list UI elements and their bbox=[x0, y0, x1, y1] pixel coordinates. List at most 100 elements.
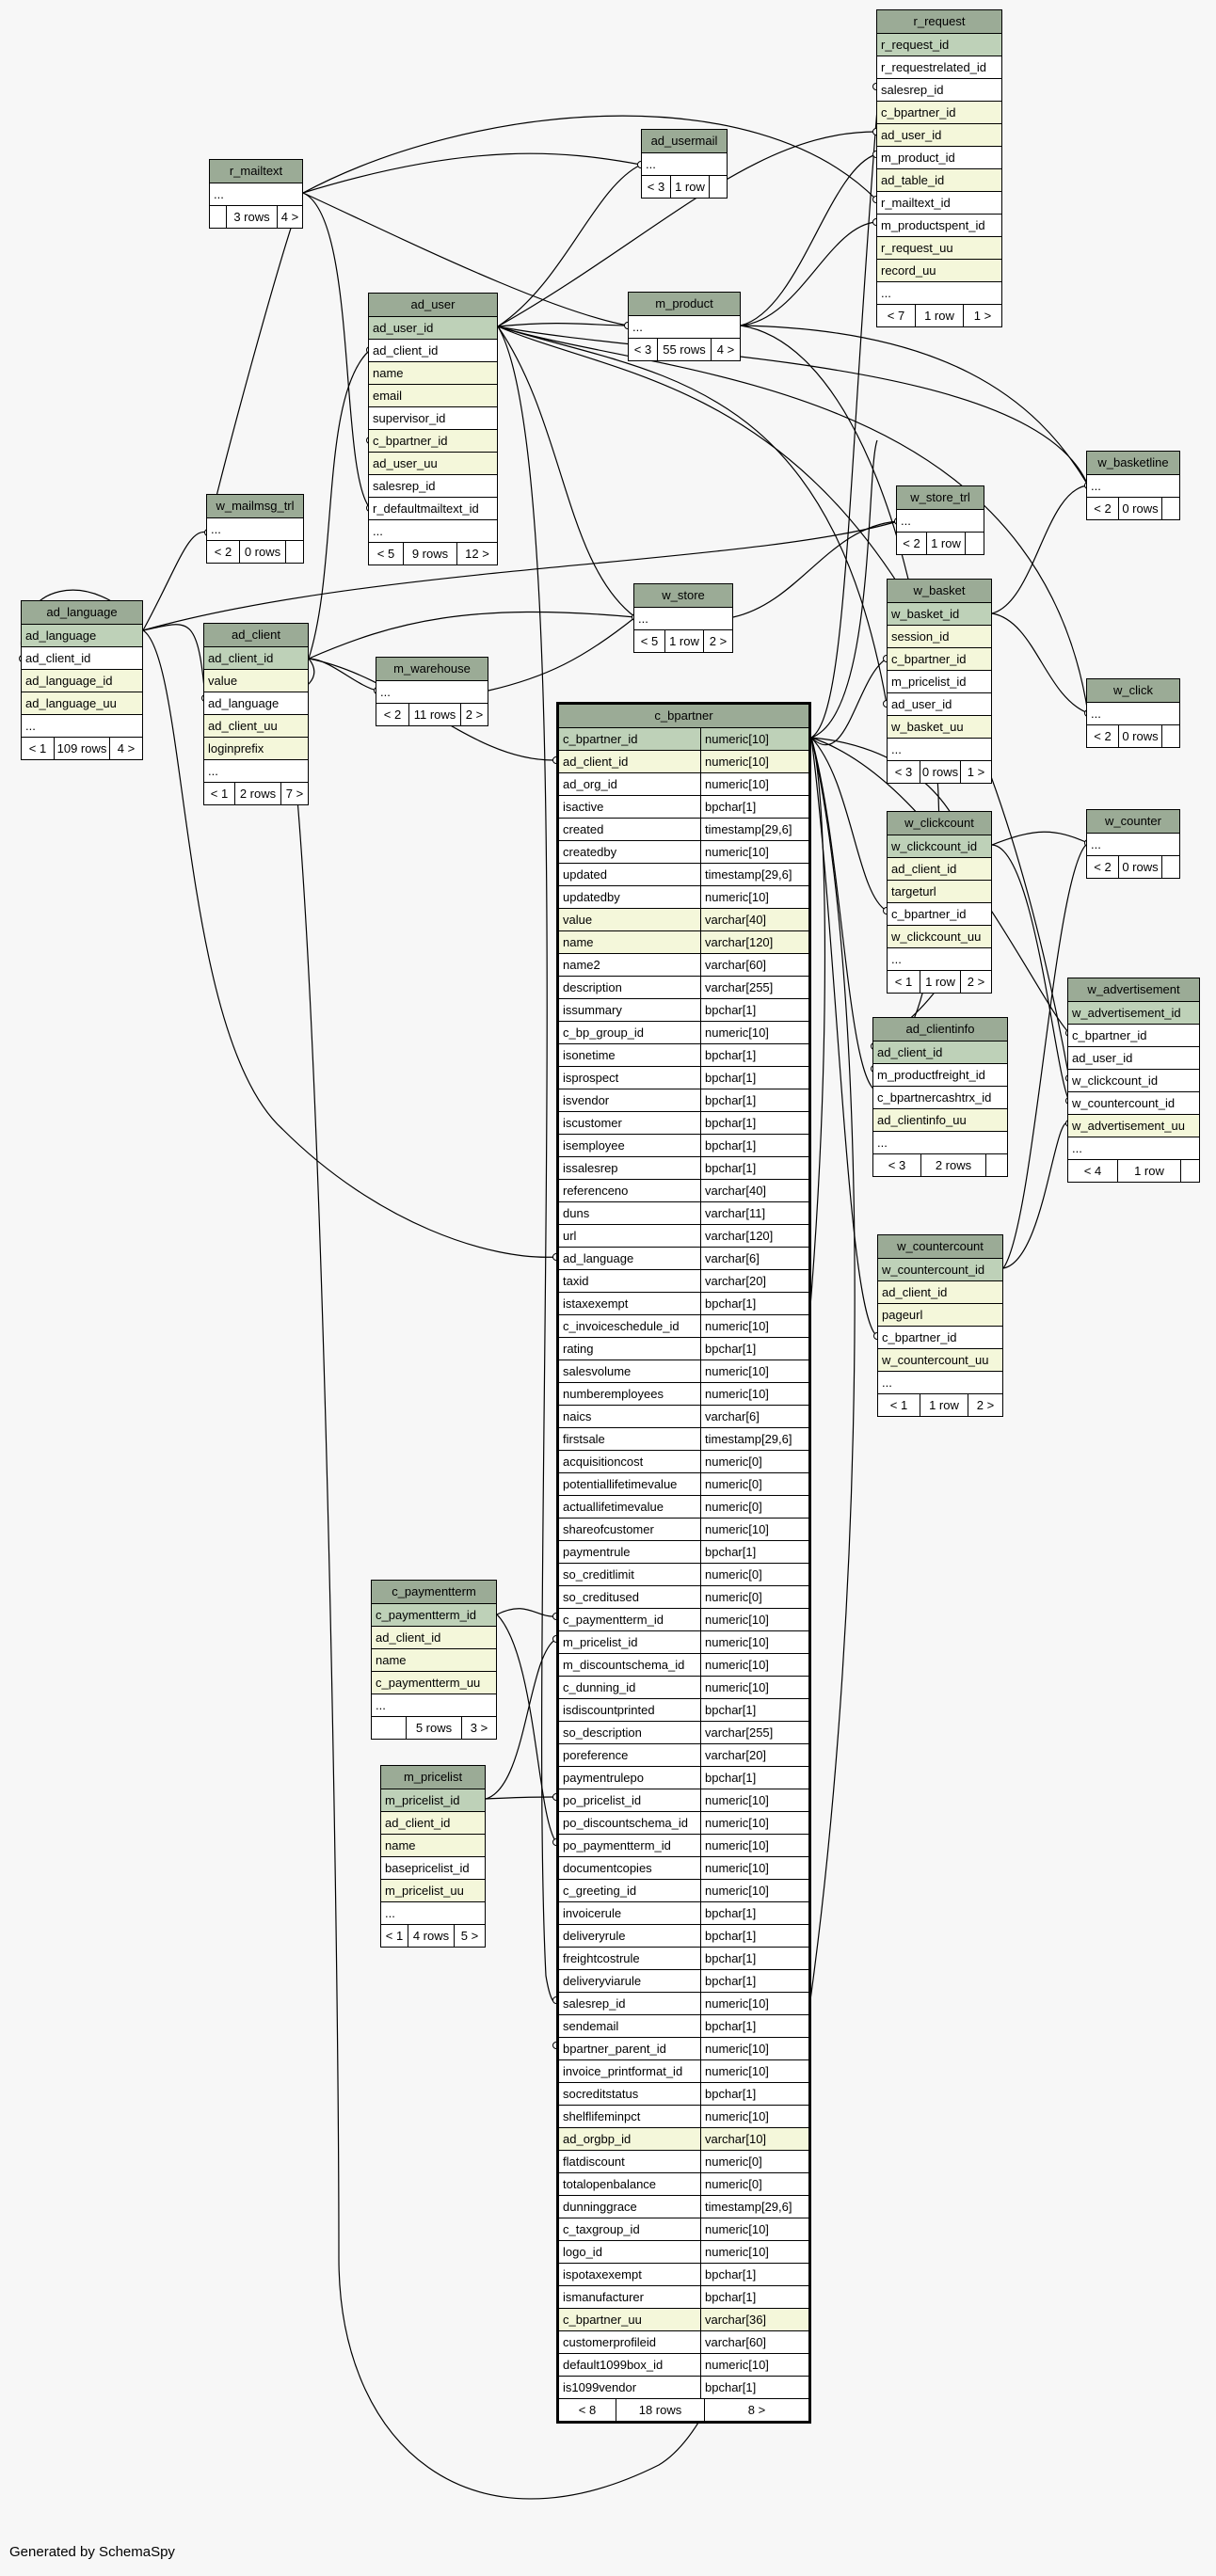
table-row[interactable]: ... bbox=[22, 714, 142, 737]
parents-count[interactable] bbox=[372, 1717, 406, 1739]
table-row[interactable]: ad_user_id bbox=[1068, 1046, 1199, 1069]
table-row[interactable]: m_pricelist_uu bbox=[381, 1879, 485, 1901]
table-row[interactable]: w_clickcount_uu bbox=[888, 925, 991, 947]
children-count[interactable]: 12 > bbox=[456, 543, 497, 564]
table-row[interactable]: ... bbox=[376, 680, 488, 703]
table-row[interactable]: ... bbox=[897, 509, 984, 532]
children-count[interactable]: 5 > bbox=[454, 1925, 485, 1947]
children-count[interactable]: 4 > bbox=[109, 738, 142, 759]
table-row[interactable]: ad_user_uu bbox=[369, 452, 497, 474]
children-count[interactable]: 8 > bbox=[704, 2399, 808, 2421]
table-row[interactable]: ad_client_uu bbox=[204, 714, 308, 737]
table-header[interactable]: w_countercount bbox=[878, 1235, 1002, 1258]
table-row[interactable]: name bbox=[381, 1834, 485, 1856]
children-count[interactable] bbox=[985, 1154, 1007, 1176]
children-count[interactable] bbox=[1161, 725, 1179, 747]
children-count[interactable]: 3 > bbox=[461, 1717, 496, 1739]
table-header[interactable]: c_paymentterm bbox=[372, 1581, 496, 1603]
table-row[interactable]: ... bbox=[207, 517, 303, 540]
table-row[interactable]: session_id bbox=[888, 625, 991, 647]
parents-count[interactable]: < 2 bbox=[214, 545, 232, 559]
table-row[interactable]: ... bbox=[1087, 474, 1179, 497]
children-count[interactable]: 4 > bbox=[711, 339, 740, 360]
table-row[interactable]: r_request_uu bbox=[877, 236, 1001, 259]
table-row[interactable]: record_uu bbox=[877, 259, 1001, 281]
table-row[interactable]: m_productfreight_id bbox=[873, 1063, 1007, 1086]
table-row[interactable]: ... bbox=[642, 152, 727, 175]
table-row[interactable]: ... bbox=[1087, 702, 1179, 724]
table-row[interactable]: ad_user_id bbox=[888, 692, 991, 715]
table-row[interactable]: value bbox=[204, 669, 308, 692]
parents-count[interactable] bbox=[210, 206, 226, 228]
table-row[interactable]: ... bbox=[634, 607, 732, 629]
table-row[interactable]: c_bpartnercashtrx_id bbox=[873, 1086, 1007, 1108]
table-header[interactable]: m_pricelist bbox=[381, 1766, 485, 1789]
table-row[interactable]: name bbox=[369, 361, 497, 384]
table-row[interactable]: ... bbox=[1068, 1137, 1199, 1159]
table-header[interactable]: ad_language bbox=[22, 601, 142, 624]
table-row[interactable]: c_bpartner_id bbox=[877, 101, 1001, 123]
parents-count[interactable]: < 1 bbox=[28, 741, 47, 755]
table-row[interactable]: targeturl bbox=[888, 880, 991, 902]
parents-count[interactable]: < 4 bbox=[1083, 1164, 1102, 1178]
table-header[interactable]: w_advertisement bbox=[1068, 978, 1199, 1001]
table-row[interactable]: ... bbox=[369, 519, 497, 542]
table-row[interactable]: salesrep_id bbox=[877, 78, 1001, 101]
table-header[interactable]: ad_user bbox=[369, 294, 497, 316]
table-header[interactable]: m_warehouse bbox=[376, 658, 488, 680]
table-row[interactable]: c_bpartner_id bbox=[878, 1326, 1002, 1348]
table-header[interactable]: w_store_trl bbox=[897, 486, 984, 509]
table-row[interactable]: c_bpartner_id bbox=[888, 647, 991, 670]
table-row[interactable]: ... bbox=[873, 1131, 1007, 1153]
table-row[interactable]: ad_clientinfo_uu bbox=[873, 1108, 1007, 1131]
table-row[interactable]: ... bbox=[204, 759, 308, 782]
table-row[interactable]: ... bbox=[629, 315, 740, 338]
table-row[interactable]: w_basket_id bbox=[888, 602, 991, 625]
table-header[interactable]: w_counter bbox=[1087, 810, 1179, 833]
table-row[interactable]: c_paymentterm_uu bbox=[372, 1671, 496, 1693]
table-row[interactable]: loginprefix bbox=[204, 737, 308, 759]
parents-count[interactable]: < 2 bbox=[1094, 860, 1112, 874]
table-row[interactable]: ... bbox=[1087, 833, 1179, 855]
children-count[interactable]: 1 > bbox=[960, 761, 991, 783]
table-row[interactable]: ... bbox=[888, 738, 991, 760]
table-row[interactable]: ad_language_uu bbox=[22, 692, 142, 714]
table-row[interactable]: w_countercount_id bbox=[1068, 1091, 1199, 1114]
table-header[interactable]: ad_clientinfo bbox=[873, 1018, 1007, 1041]
parents-count[interactable]: < 1 bbox=[210, 787, 229, 801]
table-row[interactable]: m_pricelist_id bbox=[888, 670, 991, 692]
